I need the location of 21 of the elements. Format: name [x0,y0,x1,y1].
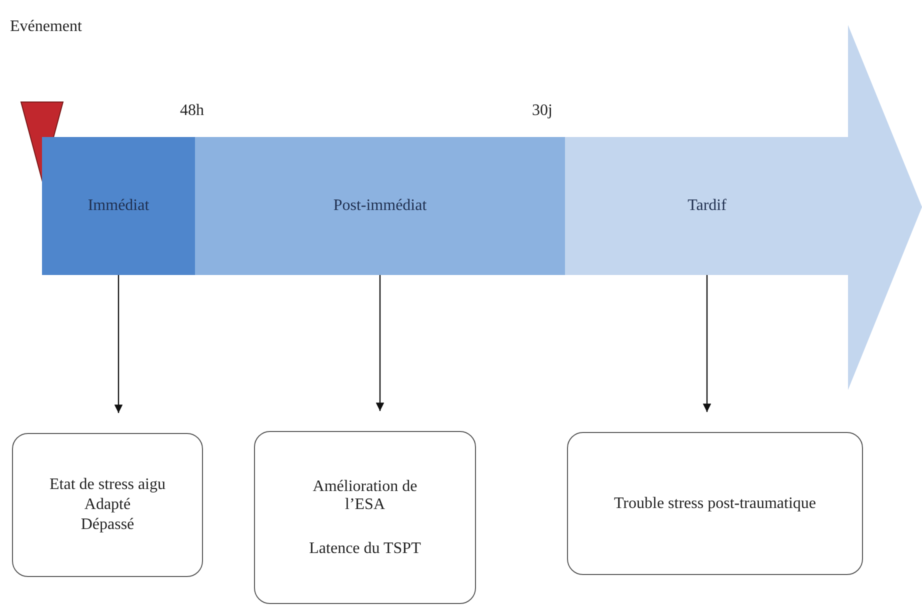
timeline-phase [195,137,565,275]
outcome-box [254,431,476,604]
arrow [114,275,123,413]
event-label: Evénement [10,18,82,36]
outcome-box [12,433,203,577]
node-text: Immédiat [88,197,150,215]
timeline-phase [565,137,849,275]
arrow [702,275,712,412]
node-text: Trouble stress post-traumatique [614,494,816,512]
time-marker-label: 48h [180,102,204,120]
outcome-box [567,432,863,575]
node-text: Dépassé [80,516,134,534]
node-text: Latence du TSPT [309,540,421,558]
time-marker-label: 30j [532,102,552,120]
node-text: Amélioration de l’ESA [312,478,418,514]
arrow [376,275,384,411]
node-text: Tardif [688,197,726,215]
node-text: Etat de stress aigu [50,476,166,494]
timeline-phase [42,137,195,275]
node-text: Adapté [84,496,131,514]
node-text: Post-immédiat [333,197,427,215]
